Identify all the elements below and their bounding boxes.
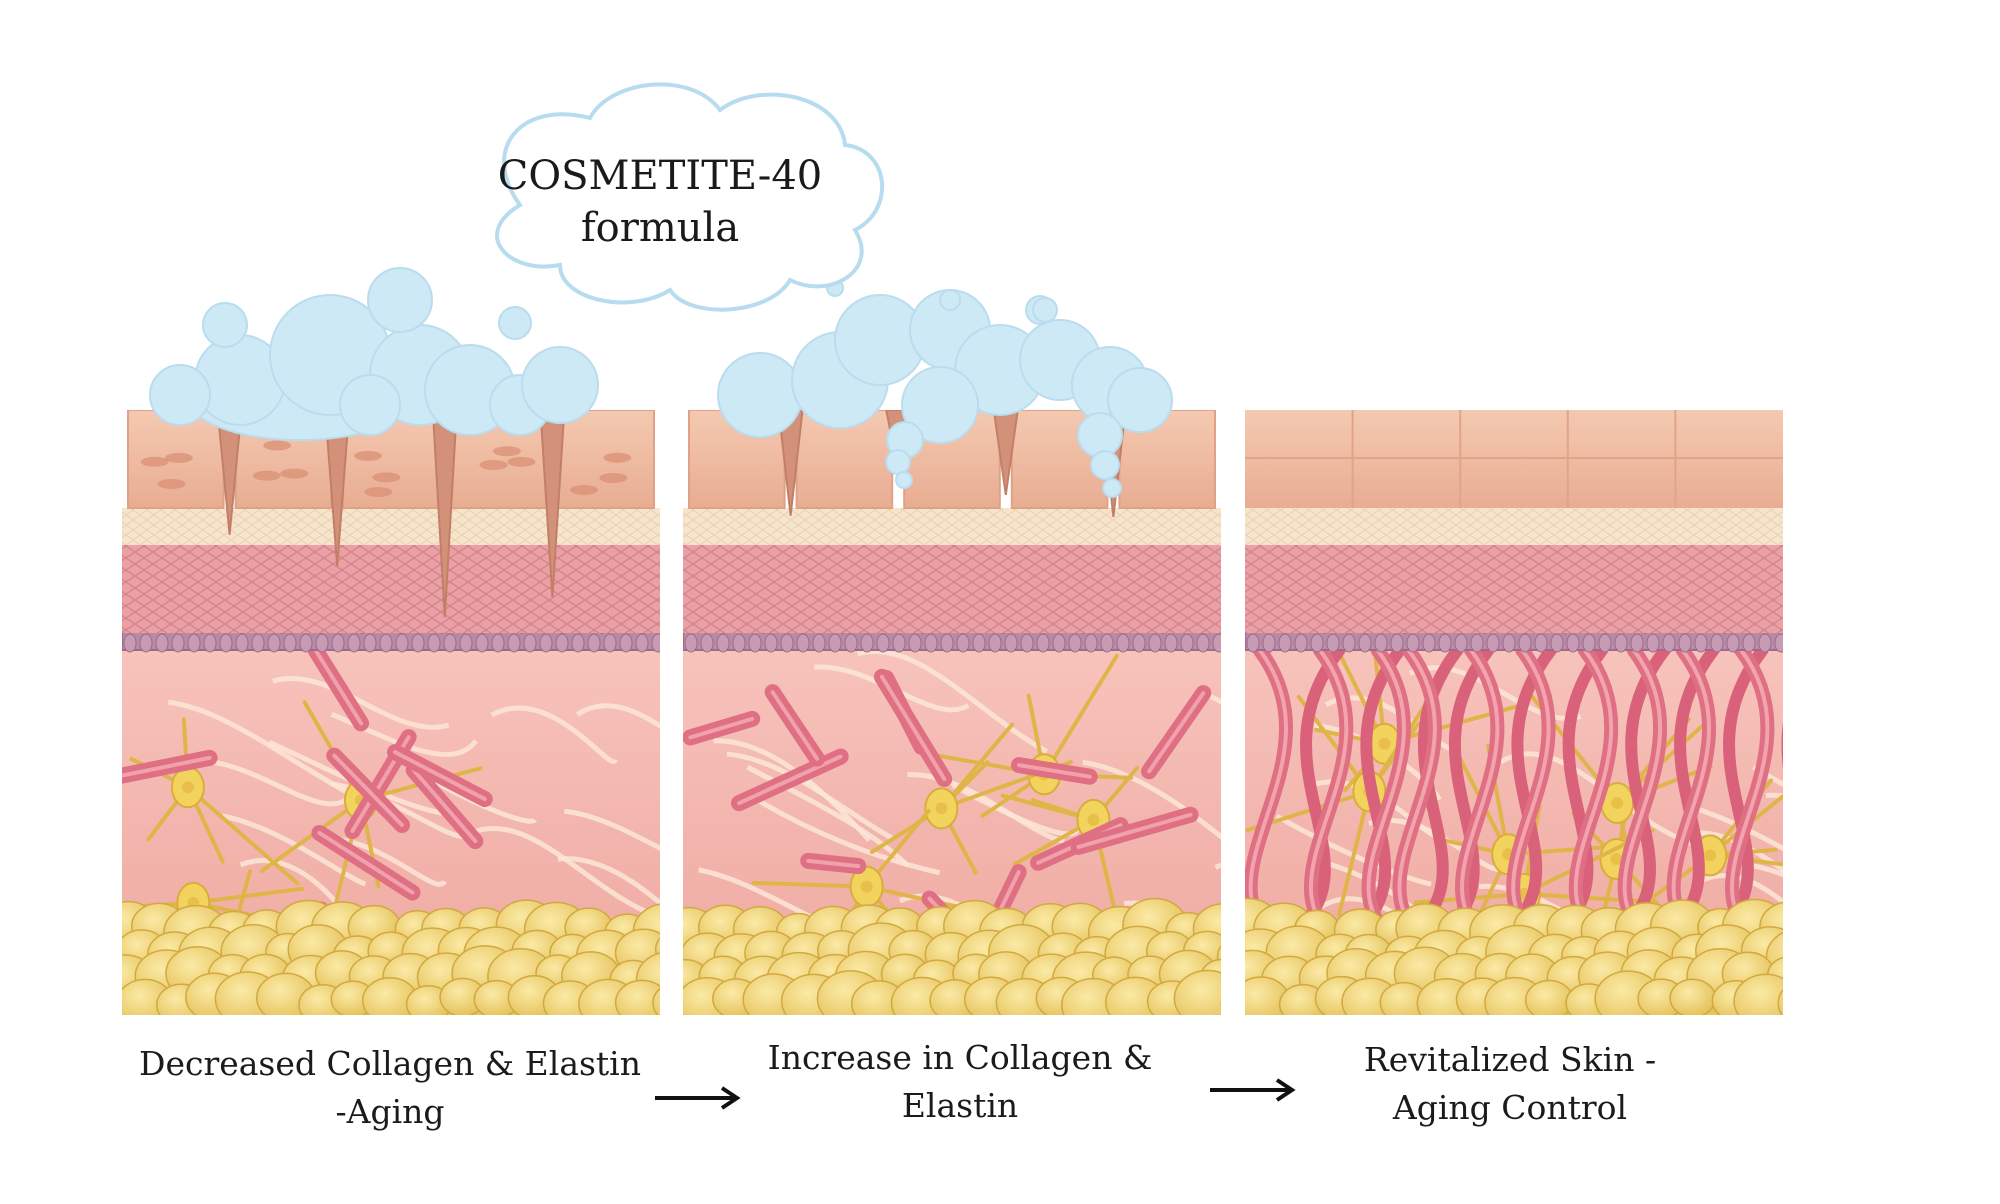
cloud-label-line-1: COSMETITE-40 <box>497 153 823 199</box>
elastin-fiber <box>1275 814 1432 887</box>
cloud-label: COSMETITE-40 formula <box>460 150 860 254</box>
caption-revitalized-line-1: Revitalized Skin - <box>1363 1040 1657 1079</box>
elastin-fiber <box>1499 751 1698 848</box>
skin-panel-revitalized <box>1245 410 1783 1015</box>
fibroblast-cell <box>129 717 300 886</box>
skin-panel-aging <box>122 410 660 1015</box>
caption-increase-line-1: Increase in Collagen & <box>767 1038 1153 1077</box>
elastin-fiber <box>557 856 660 907</box>
foam-panel-1 <box>149 267 599 441</box>
elastin-fiber <box>196 758 349 807</box>
caption-revitalized-line-2: Aging Control <box>1392 1088 1628 1127</box>
elastin-fiber <box>1743 861 1783 878</box>
skin-panel-increase <box>683 410 1221 1015</box>
elastin-fiber <box>575 703 660 729</box>
arrow-1-head-icon <box>720 1086 741 1110</box>
elastin-fiber <box>221 813 367 887</box>
epidermis-layer <box>1245 410 1783 508</box>
thought-cloud <box>495 82 885 312</box>
elastin-fiber <box>1695 873 1783 906</box>
cloud-label-line-2: formula <box>580 205 740 251</box>
granular-layer <box>122 508 660 545</box>
elastin-fiber <box>490 705 618 764</box>
caption-revitalized: Revitalized Skin - Aging Control <box>1320 1036 1700 1132</box>
fat-layer <box>683 897 1221 1015</box>
caption-increase-line-2: Elastin <box>901 1086 1019 1125</box>
spinous-layer <box>683 545 1221 633</box>
spinous-layer <box>1245 545 1783 633</box>
elastin-fiber <box>469 825 657 918</box>
elastin-fiber <box>564 808 660 851</box>
elastin-fiber <box>856 649 1048 754</box>
elastin-fiber <box>1686 803 1783 852</box>
granular-layer <box>1245 508 1783 545</box>
fat-layer <box>1245 897 1783 1015</box>
caption-aging: Decreased Collagen & Elastin -Aging <box>120 1040 660 1136</box>
foam-panel-2 <box>717 279 1173 498</box>
elastin-fiber <box>1082 759 1221 840</box>
fat-layer <box>122 899 660 1015</box>
elastin-fiber <box>751 795 941 876</box>
arrow-2-head-icon <box>1275 1078 1296 1102</box>
caption-aging-line-1: Decreased Collagen & Elastin <box>138 1044 641 1083</box>
granular-layer <box>683 508 1221 545</box>
caption-aging-line-2: -Aging <box>335 1092 445 1131</box>
elastin-fiber <box>726 751 895 842</box>
elastin-fiber <box>272 676 450 730</box>
elastin-fiber <box>1752 764 1783 788</box>
spinous-layer <box>122 545 660 633</box>
caption-increase: Increase in Collagen & Elastin <box>740 1034 1180 1130</box>
